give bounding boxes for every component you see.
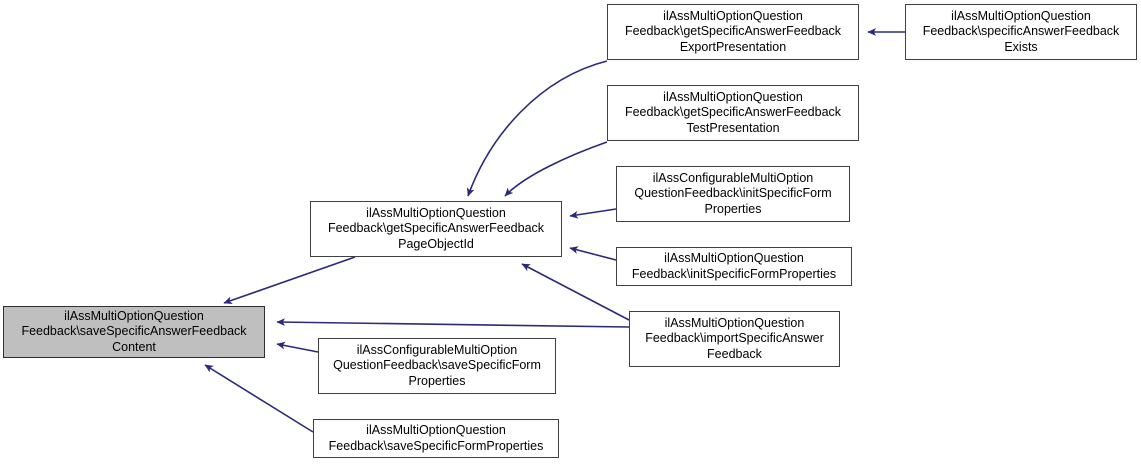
node-label: ilAssMultiOptionQuestion Feedback\getSpe… — [624, 89, 842, 135]
edge-initconfigurableform-to-pageobjectid — [569, 208, 617, 219]
node-label: ilAssMultiOptionQuestion Feedback\specif… — [922, 8, 1120, 54]
edge-exportpresentation-to-pageobjectid — [467, 60, 608, 197]
node-getSpecificAnswerFeedbackPageObjectId[interactable]: ilAssMultiOptionQuestion Feedback\getSpe… — [310, 201, 562, 257]
node-saveSpecificAnswerFeedbackContent[interactable]: ilAssMultiOptionQuestion Feedback\saveSp… — [3, 306, 265, 358]
node-getSpecificAnswerFeedbackTestPresentation[interactable]: ilAssMultiOptionQuestion Feedback\getSpe… — [607, 85, 859, 141]
node-getSpecificAnswerFeedbackExportPresentation[interactable]: ilAssMultiOptionQuestion Feedback\getSpe… — [607, 4, 859, 60]
node-initSpecificFormPropertiesConfigurable[interactable]: ilAssConfigurableMultiOption QuestionFee… — [616, 166, 850, 222]
edge-saveform-to-savecontent — [204, 364, 314, 433]
edge-import-to-savecontent — [276, 318, 630, 328]
node-label: ilAssMultiOptionQuestion Feedback\getSpe… — [327, 205, 545, 251]
edge-testpresentation-to-pageobjectid — [504, 141, 608, 197]
node-saveSpecificFormPropertiesConfigurable[interactable]: ilAssConfigurableMultiOption QuestionFee… — [318, 338, 556, 394]
node-importSpecificAnswerFeedback[interactable]: ilAssMultiOptionQuestion Feedback\import… — [629, 311, 840, 367]
edge-initform-to-pageobjectid — [569, 246, 617, 261]
node-label: ilAssMultiOptionQuestion Feedback\saveSp… — [328, 423, 544, 453]
node-label: ilAssMultiOptionQuestion Feedback\initSp… — [631, 251, 837, 281]
node-label: ilAssConfigurableMultiOption QuestionFee… — [333, 342, 541, 388]
node-label: ilAssConfigurableMultiOption QuestionFee… — [634, 170, 832, 216]
node-label: ilAssMultiOptionQuestion Feedback\saveSp… — [21, 308, 247, 354]
edge-saveconfigurableform-to-savecontent — [276, 341, 319, 353]
edge-pageobjectid-to-savecontent — [223, 256, 356, 305]
node-label: ilAssMultiOptionQuestion Feedback\getSpe… — [624, 8, 842, 54]
node-initSpecificFormProperties[interactable]: ilAssMultiOptionQuestion Feedback\initSp… — [616, 247, 852, 286]
node-saveSpecificFormProperties[interactable]: ilAssMultiOptionQuestion Feedback\saveSp… — [313, 419, 559, 458]
edge-import-to-pageobjectid — [521, 263, 630, 321]
node-specificAnswerFeedbackExists[interactable]: ilAssMultiOptionQuestion Feedback\specif… — [905, 4, 1137, 60]
node-label: ilAssMultiOptionQuestion Feedback\import… — [645, 315, 824, 361]
